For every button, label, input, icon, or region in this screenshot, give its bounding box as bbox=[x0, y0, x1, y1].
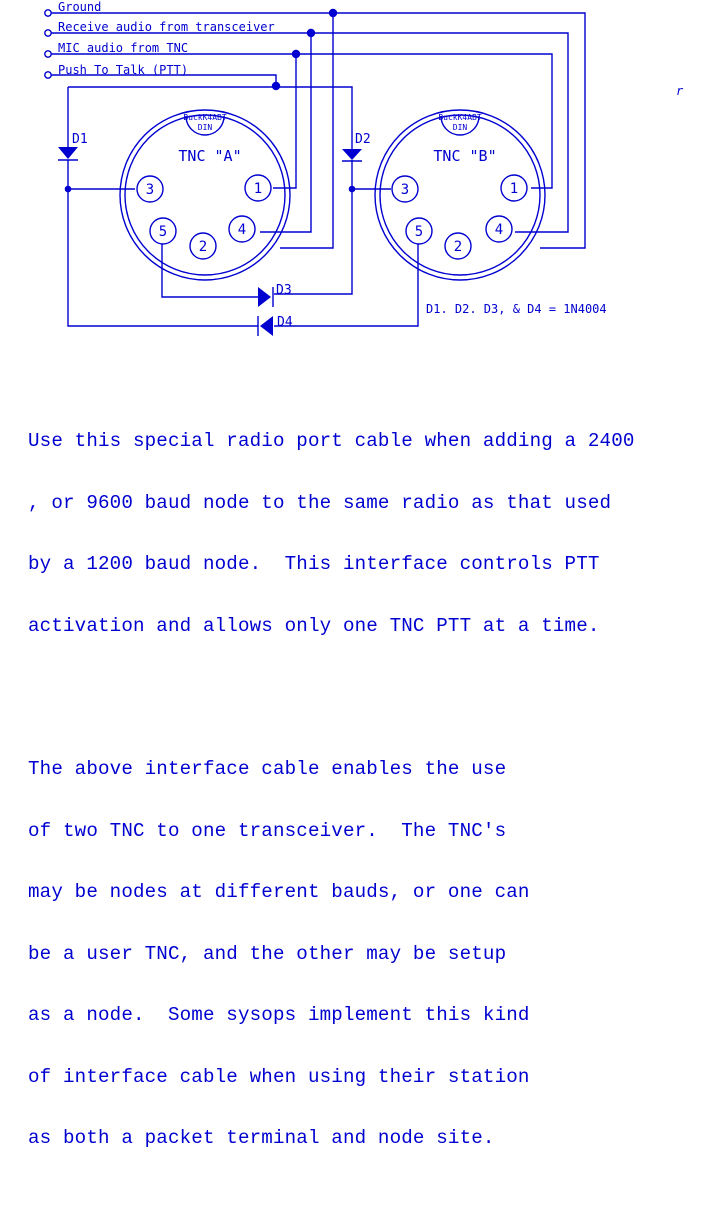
pin-a-4: 4 bbox=[238, 222, 246, 238]
text-line: as both a packet terminal and node site. bbox=[28, 1127, 495, 1149]
label-ptt: Push To Talk (PTT) bbox=[58, 63, 188, 77]
pin-a-1: 1 bbox=[254, 181, 262, 197]
stray-mark: r bbox=[676, 84, 684, 98]
text-line: of two TNC to one transceiver. The TNC's bbox=[28, 819, 507, 842]
pin-a-2: 2 bbox=[199, 239, 207, 255]
text-line: be a user TNC, and the other may be setu… bbox=[28, 942, 507, 965]
pin-a-3: 3 bbox=[146, 182, 154, 198]
terminal-ptt bbox=[44, 71, 52, 79]
paragraph-port-cable: Use this special radio port cable when a… bbox=[28, 390, 698, 677]
text-line: as a node. Some sysops implement this ki… bbox=[28, 1004, 530, 1026]
text-line: by a 1200 baud node. This interface cont… bbox=[28, 553, 600, 575]
connector-a-maker: BuckK4ABT bbox=[183, 113, 227, 122]
label-d4: D4 bbox=[277, 315, 293, 330]
pin-b-2: 2 bbox=[454, 239, 462, 255]
connector-b-din: DIN bbox=[453, 123, 468, 132]
connector-a-title: TNC "A" bbox=[178, 147, 241, 165]
pin-b-1: 1 bbox=[510, 181, 518, 197]
connector-b-maker: BuckK4ABT bbox=[438, 113, 482, 122]
cable-schematic: Ground Receive audio from transceiver MI… bbox=[44, 0, 684, 336]
label-d2: D2 bbox=[355, 132, 371, 147]
text-line: of interface cable when using their stat… bbox=[28, 1065, 530, 1088]
diode-d4: D4 bbox=[257, 315, 293, 336]
text-line: may be nodes at different bauds, or one … bbox=[28, 881, 530, 903]
connector-b-title: TNC "B" bbox=[433, 147, 496, 165]
label-d3: D3 bbox=[276, 283, 292, 298]
text-line: The above interface cable enables the us… bbox=[28, 758, 507, 780]
diode-d3: D3 bbox=[258, 283, 292, 307]
terminal-ground bbox=[44, 9, 52, 17]
text-line: activation and allows only one TNC PTT a… bbox=[28, 614, 600, 637]
description-text: Use this special radio port cable when a… bbox=[28, 349, 698, 1210]
diode-d1: D1 bbox=[58, 132, 88, 161]
connector-tnc-a: BuckK4ABT DIN TNC "A" 3 1 4 5 2 bbox=[119, 109, 291, 281]
wiring bbox=[51, 12, 586, 327]
pin-b-3: 3 bbox=[401, 182, 409, 198]
diode-part-note: D1. D2. D3, & D4 = 1N4004 bbox=[426, 302, 607, 316]
connector-tnc-b: BuckK4ABT DIN TNC "B" 3 1 4 5 2 bbox=[374, 109, 546, 281]
diode-d2: D2 bbox=[342, 132, 371, 162]
terminal-receive-audio bbox=[44, 29, 52, 37]
text-line: , or 9600 baud node to the same radio as… bbox=[28, 491, 612, 514]
paragraph-interface-cable: The above interface cable enables the us… bbox=[28, 718, 698, 1190]
label-receive-audio: Receive audio from transceiver bbox=[58, 20, 275, 34]
pin-b-4: 4 bbox=[495, 222, 503, 238]
terminal-mic-audio bbox=[44, 50, 52, 58]
connector-a-din: DIN bbox=[198, 123, 213, 132]
label-ground: Ground bbox=[58, 0, 101, 14]
pin-a-5: 5 bbox=[159, 224, 167, 240]
text-line: Use this special radio port cable when a… bbox=[28, 430, 635, 452]
label-d1: D1 bbox=[72, 132, 88, 147]
pin-b-5: 5 bbox=[415, 224, 423, 240]
label-mic-audio: MIC audio from TNC bbox=[58, 41, 188, 55]
